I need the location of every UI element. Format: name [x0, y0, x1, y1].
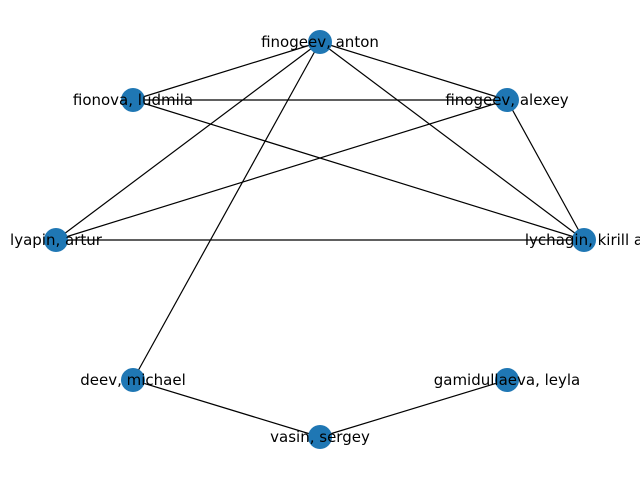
nodes-layer [44, 30, 596, 449]
edge-anton-kirill [319, 41, 585, 241]
edge-anton-ludmila [132, 41, 321, 101]
node-label-leyla: gamidullaeva, leyla [434, 371, 581, 389]
edge-anton-alexey [319, 41, 508, 101]
labels-layer: finogeev, anton fionova, ludmila finogeev,… [10, 33, 640, 446]
edge-ludmila-kirill [132, 99, 585, 241]
node-michael [121, 368, 145, 392]
edge-anton-michael [132, 41, 321, 381]
node-alexey [495, 88, 519, 112]
edge-alexey-artur [55, 99, 508, 241]
edge-alexey-kirill [506, 99, 585, 241]
node-anton [308, 30, 332, 54]
edge-anton-artur [55, 41, 321, 241]
node-label-michael: deev, michael [80, 371, 186, 389]
edges-layer [55, 41, 585, 438]
node-label-alexey: finogeev, alexey [445, 91, 568, 109]
node-ludmila [121, 88, 145, 112]
node-artur [44, 228, 68, 252]
edge-leyla-sergey [319, 379, 508, 438]
edge-michael-sergey [132, 379, 321, 438]
node-sergey [308, 425, 332, 449]
node-kirill [572, 228, 596, 252]
node-leyla [495, 368, 519, 392]
node-label-ludmila: fionova, ludmila [73, 91, 193, 109]
node-label-sergey: vasin, sergey [270, 428, 370, 446]
node-label-kirill: lychagin, kirill a [525, 231, 640, 249]
node-label-anton: finogeev, anton [261, 33, 379, 51]
node-label-artur: lyapin, artur [10, 231, 103, 249]
